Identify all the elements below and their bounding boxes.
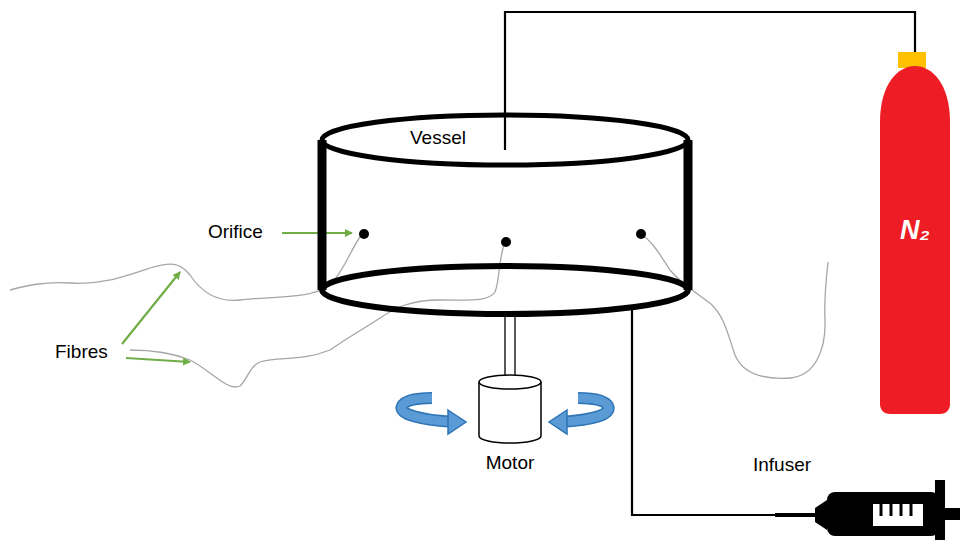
vessel-cylinder: Vessel <box>318 112 692 317</box>
node-label: Infuser <box>753 454 811 476</box>
vessel-cylinder-outline <box>318 112 692 317</box>
orifices <box>359 229 646 247</box>
node-label: N₂ <box>900 215 930 246</box>
part-label: Orifice <box>208 221 263 243</box>
part-label: Fibres <box>55 341 108 363</box>
feed-line <box>632 309 775 515</box>
node-label: Motor <box>486 452 535 474</box>
drive-shaft <box>505 316 515 375</box>
infuser-syringe-outline <box>775 478 960 540</box>
feed-line <box>505 12 915 150</box>
node-label: Vessel <box>410 127 466 149</box>
fibres <box>10 234 828 387</box>
nitrogen-cylinder: N₂ <box>878 52 952 414</box>
infuser-syringe: Infuser <box>775 478 960 540</box>
motor-cylinder: Motor <box>465 372 555 477</box>
